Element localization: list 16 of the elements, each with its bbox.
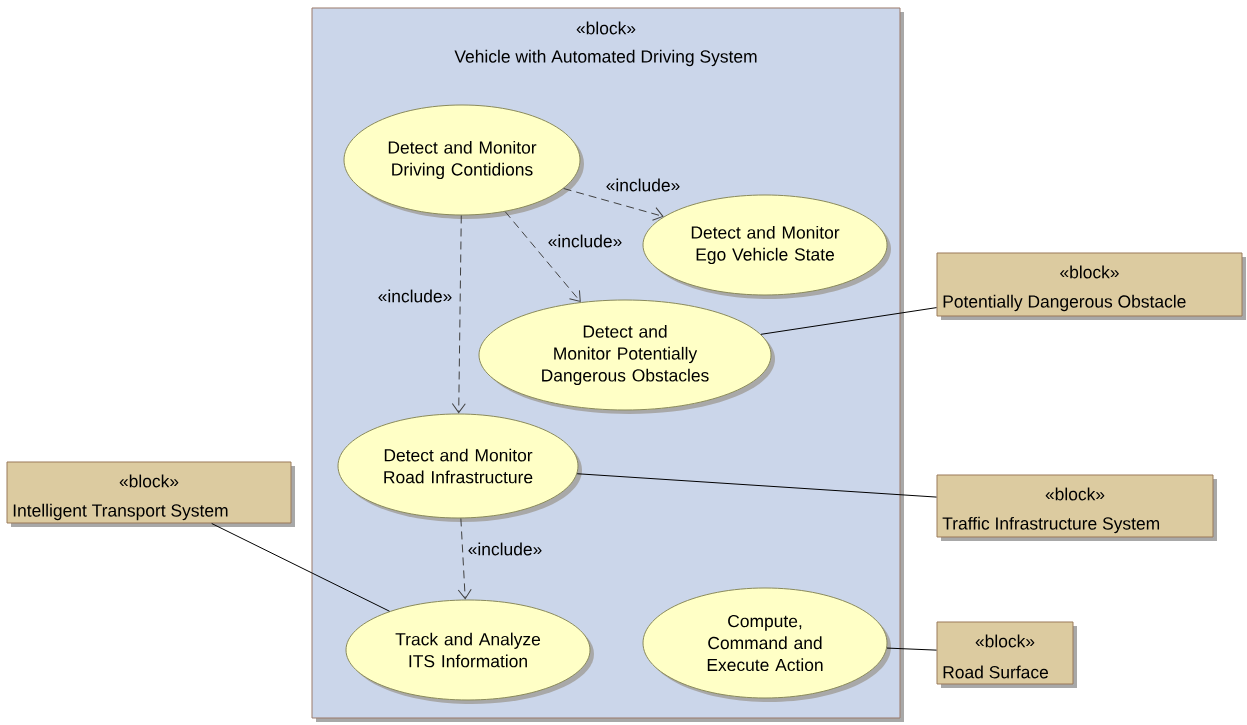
block-box: «block» Road Surface [936, 621, 1077, 688]
dependency-arrow [504, 211, 581, 302]
dependency-arrow [457, 518, 472, 600]
association-line [760, 307, 937, 335]
edge-label: «include» [466, 541, 544, 557]
dependency-arrow [563, 188, 664, 221]
block-box: «block» Traffic Infrastructure System [936, 474, 1217, 541]
association-line [886, 647, 937, 651]
block-box: «block» Potentially Dangerous Obstacle [936, 252, 1246, 320]
association-line [576, 473, 937, 498]
edge-label: «include» [546, 233, 624, 249]
edge-label: «include» [376, 288, 454, 304]
edge-label: «include» [604, 177, 682, 193]
block-box: «block» Intelligent Transport System [6, 461, 295, 527]
association-line [211, 523, 390, 612]
dependency-arrow [451, 215, 466, 414]
